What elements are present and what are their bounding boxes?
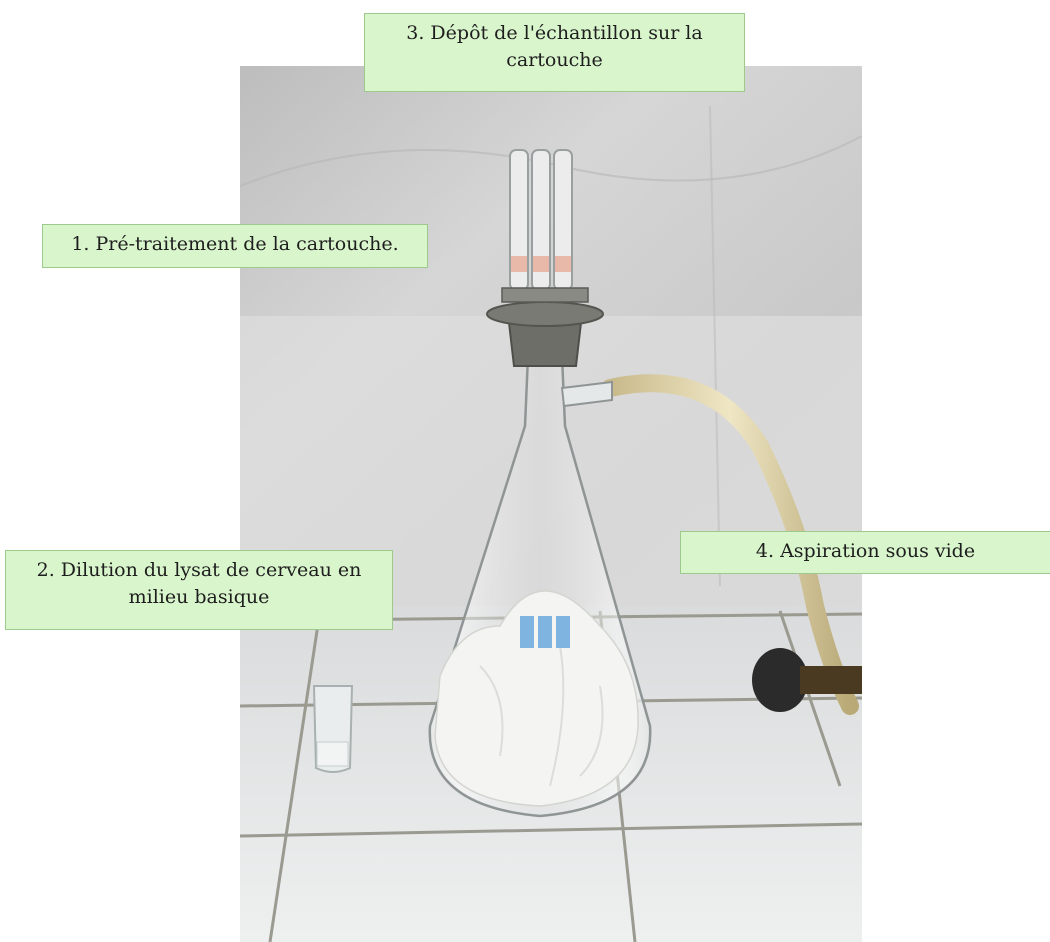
small-beaker	[312, 685, 354, 773]
annotation-step-1-text: 1. Pré-traitement de la cartouche.	[71, 233, 399, 255]
annotation-step-2-line-1: 2. Dilution du lysat de cerveau en	[36, 559, 362, 581]
vacuum-valve	[752, 648, 862, 712]
annotation-step-3-line-1: 3. Dépôt de l'échantillon sur la	[406, 22, 703, 44]
vacuum-tubing	[601, 374, 859, 715]
tissue-paper	[434, 590, 639, 807]
cartridge-tubes	[501, 149, 589, 303]
annotation-step-4: 4. Aspiration sous vide	[680, 531, 1050, 574]
annotation-step-1: 1. Pré-traitement de la cartouche.	[42, 224, 428, 268]
flask-side-arm	[560, 380, 613, 408]
annotation-step-2: 2. Dilution du lysat de cerveau en milie…	[5, 550, 393, 630]
annotation-step-3-line-2: cartouche	[506, 49, 603, 71]
annotation-step-2-line-2: milieu basique	[128, 586, 270, 608]
photo	[240, 66, 862, 942]
annotation-step-3: 3. Dépôt de l'échantillon sur la cartouc…	[364, 13, 745, 92]
annotation-step-4-text: 4. Aspiration sous vide	[755, 540, 976, 562]
flask-logo	[520, 616, 570, 648]
